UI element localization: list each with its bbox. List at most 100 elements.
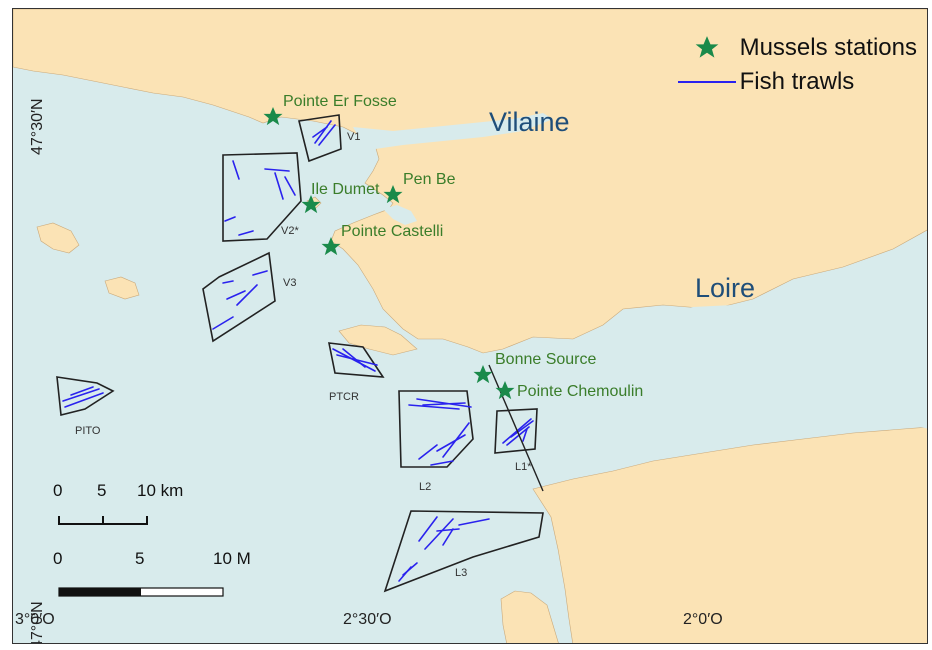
trawl-line	[70, 386, 94, 396]
trawl-line	[522, 428, 528, 442]
legend-label-trawls: Fish trawls	[739, 68, 855, 95]
trawl-line	[418, 444, 438, 460]
loire-estuary	[505, 305, 927, 469]
zone-layer	[56, 114, 544, 593]
zone-ptcr	[327, 342, 385, 378]
zone-label-l2: L2	[419, 481, 432, 493]
zone-label-v1: V1	[347, 131, 361, 143]
land-island-houat	[36, 222, 80, 254]
map-frame: Mussels stations Fish trawls Vilaine Loi…	[12, 8, 928, 644]
station-label-pen-be: Pen Be	[403, 171, 456, 188]
river-label-loire: Loire	[695, 273, 756, 303]
trawl-line	[510, 420, 534, 438]
trawl-line	[408, 404, 460, 410]
river-label-vilaine: Vilaine	[489, 107, 570, 137]
coord-lon-mid: 2°30′O	[343, 611, 392, 628]
zone-v2	[222, 152, 302, 242]
zone-label-l3: L3	[455, 567, 468, 579]
trawl-line	[442, 528, 454, 546]
trawl-line	[442, 422, 470, 458]
trawl-line	[424, 518, 454, 550]
trawl-line	[342, 348, 366, 368]
trawl-layer	[62, 120, 534, 582]
legend-item-mussels: Mussels stations	[674, 31, 917, 65]
trawl-line	[284, 176, 296, 196]
estuary-layer	[353, 113, 927, 469]
trawl-line	[430, 460, 454, 466]
station-layer	[263, 107, 515, 400]
map-canvas	[13, 9, 927, 643]
trawl-line	[274, 172, 284, 200]
trawl-line	[314, 120, 332, 144]
station-star-pointe-er-fosse	[263, 107, 283, 126]
trawl-line	[436, 528, 460, 532]
zone-v3	[202, 251, 276, 343]
trawl-line	[224, 216, 236, 222]
scale-km-label-10: 10 km	[137, 481, 184, 500]
scale-mi-fill	[59, 588, 141, 596]
coast-line	[488, 364, 544, 492]
vilaine-estuary	[353, 113, 553, 149]
trawl-line	[422, 402, 466, 406]
trawl-line	[402, 562, 418, 576]
zone-label-v3: V3	[283, 277, 297, 289]
trawl-line	[318, 124, 336, 146]
zone-label-pito: PITO	[75, 425, 101, 437]
station-star-pointe-castelli	[321, 237, 341, 256]
line-icon	[674, 81, 740, 83]
scale-mi-label-5: 5	[135, 549, 145, 568]
scale-mi-label-10: 10 M	[213, 549, 251, 568]
station-star-pointe-chemoulin	[495, 381, 515, 400]
trawl-line	[418, 516, 438, 542]
scale-km-label-0: 0	[53, 481, 63, 500]
coord-lat-top: 47°30′N	[29, 98, 46, 155]
trawl-line	[236, 284, 258, 306]
trawl-line	[506, 426, 530, 446]
station-label-ile-dumet: Ile Dumet	[311, 181, 380, 198]
station-label-pointe-er-fosse: Pointe Er Fosse	[283, 93, 397, 110]
scale-mi-label-0: 0	[53, 549, 63, 568]
legend-item-trawls: Fish trawls	[674, 65, 917, 99]
zone-l2	[398, 390, 474, 468]
legend: Mussels stations Fish trawls	[674, 31, 917, 99]
zone-label-ptcr: PTCR	[329, 391, 359, 403]
zone-l3	[383, 510, 544, 593]
zone-label-l1: L1*	[515, 461, 532, 473]
trawl-line	[64, 392, 104, 408]
land-south	[532, 426, 927, 643]
land-layer	[13, 9, 927, 643]
station-label-bonne-source: Bonne Source	[495, 351, 597, 368]
zone-l1	[494, 408, 538, 454]
trawl-line	[264, 168, 290, 172]
zone-label-v2: V2*	[281, 225, 299, 237]
trawl-line	[232, 160, 240, 180]
scale-bar-km	[58, 516, 148, 525]
trawl-line	[226, 290, 246, 300]
station-star-ile-dumet	[301, 195, 321, 214]
zone-pito	[56, 376, 115, 416]
trawl-line	[212, 316, 234, 330]
trawl-line	[436, 434, 466, 452]
station-star-bonne-source	[473, 365, 493, 384]
trawl-line	[416, 398, 472, 408]
trawl-line	[238, 230, 254, 236]
trawl-line	[312, 126, 328, 138]
scale-bar-mi	[58, 587, 224, 597]
land-north	[13, 9, 927, 354]
star-icon	[674, 35, 740, 61]
station-label-pointe-castelli: Pointe Castelli	[341, 223, 444, 240]
land-croisic	[338, 324, 418, 356]
legend-label-mussels: Mussels stations	[739, 34, 917, 61]
scale-km-label-5: 5	[97, 481, 107, 500]
coord-lon-left: 3°0′O	[15, 611, 55, 628]
zone-v1	[298, 114, 342, 163]
station-label-pointe-chemoulin: Pointe Chemoulin	[517, 383, 644, 400]
trawl-line	[62, 388, 100, 402]
station-star-pen-be	[383, 185, 403, 204]
coord-lon-right: 2°0′O	[683, 611, 723, 628]
pen-be-inlet	[383, 205, 417, 225]
land-noirmoutier	[500, 590, 559, 643]
trawl-line	[252, 270, 268, 276]
land-island-hoedic	[104, 276, 140, 300]
trawl-line	[222, 280, 234, 284]
